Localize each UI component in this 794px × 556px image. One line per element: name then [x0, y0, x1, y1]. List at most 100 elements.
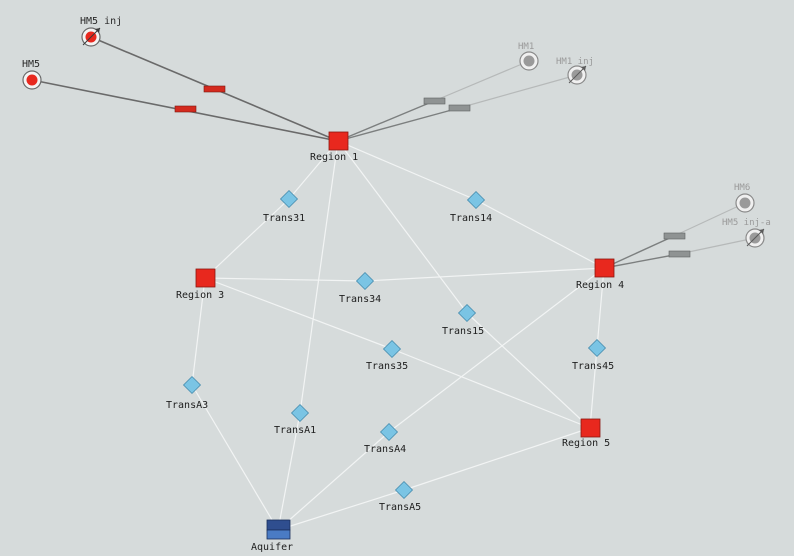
transfer-diamond-icon	[466, 190, 486, 210]
connector-bar-hm1inj[interactable]	[448, 104, 471, 112]
transfer-label: Trans35	[366, 361, 408, 372]
link-trans34-region4	[364, 267, 605, 282]
connector-bar-hm1[interactable]	[423, 97, 446, 105]
link-region1-trans14	[337, 140, 477, 201]
transfer-label: Trans45	[572, 361, 614, 372]
connector-bar-hm5inj[interactable]	[203, 85, 226, 93]
transfer-transa5[interactable]: TransA5	[379, 480, 421, 513]
well-hm1-inj[interactable]: HM1 inj	[556, 57, 594, 85]
well-fill	[523, 55, 535, 67]
link-hm5inja-connector	[678, 237, 756, 255]
link-trans35-region5	[391, 348, 591, 429]
transfer-label: TransA3	[166, 400, 208, 411]
transfer-label: TransA1	[274, 425, 316, 436]
well-hm5-inj-a[interactable]: HM5 inj-a	[722, 218, 771, 248]
region-square-icon	[580, 418, 601, 438]
transfer-trans14[interactable]: Trans14	[450, 190, 492, 224]
aquifer-icon-top	[266, 519, 291, 531]
injection-arrow-head	[759, 229, 764, 234]
link-region3-trans35	[204, 277, 393, 350]
transfer-diamond-icon	[382, 339, 402, 359]
transfer-diamond-icon	[182, 375, 202, 395]
link-region3-transa3	[191, 277, 206, 386]
link-trans45-region5	[589, 347, 598, 429]
transfer-transa4[interactable]: TransA4	[364, 422, 406, 455]
region-label: Region 4	[576, 280, 624, 291]
transfer-trans34[interactable]: Trans34	[339, 271, 381, 305]
region-square-icon	[195, 268, 216, 288]
transfer-trans31[interactable]: Trans31	[263, 189, 305, 224]
transfer-label: TransA5	[379, 502, 421, 513]
link-region4-transa4	[388, 267, 605, 433]
link-connector-region4-b	[603, 253, 680, 269]
link-hm1inj-connector	[458, 74, 578, 109]
region-label: Region 3	[176, 290, 224, 301]
well-label: HM5	[22, 59, 40, 70]
transfer-label: Trans31	[263, 213, 305, 224]
link-transa5-aquifer	[277, 489, 405, 531]
connector-bar-hm5[interactable]	[174, 105, 197, 113]
link-region1-trans15	[337, 140, 468, 314]
region-label: Region 5	[562, 438, 610, 449]
connector-bar-hm6[interactable]	[663, 232, 686, 240]
link-region1-trans31	[288, 140, 339, 200]
link-transa3-aquifer	[191, 384, 279, 531]
transfer-diamond-icon	[355, 271, 375, 291]
link-hm6-connector	[673, 202, 746, 237]
well-fill	[26, 74, 38, 86]
transfer-diamond-icon	[457, 303, 477, 323]
region-square-icon	[594, 258, 615, 278]
link-trans14-region4	[475, 199, 605, 269]
transfer-diamond-icon	[394, 480, 414, 500]
injection-arrow-head	[95, 28, 100, 33]
transfer-transa3[interactable]: TransA3	[166, 375, 208, 411]
transfer-trans45[interactable]: Trans45	[572, 338, 614, 372]
well-hm1[interactable]: HM1	[518, 42, 539, 71]
transfer-diamond-icon	[587, 338, 607, 358]
link-region1-transa1	[299, 140, 339, 414]
region-3[interactable]: Region 3	[176, 268, 224, 301]
region-1[interactable]: Region 1	[310, 131, 358, 163]
link-connector-region1-a	[337, 100, 435, 142]
transfer-label: TransA4	[364, 444, 406, 455]
region-label: Region 1	[310, 152, 358, 163]
link-trans15-region5	[466, 312, 591, 429]
region-5[interactable]: Region 5	[562, 418, 610, 449]
link-region4-trans45	[596, 267, 605, 349]
link-trans31-region3	[204, 198, 290, 279]
region-square-icon	[328, 131, 349, 151]
transfer-diamond-icon	[279, 189, 299, 209]
well-hm6[interactable]: HM6	[734, 183, 755, 213]
well-label: HM5 inj	[80, 16, 122, 27]
connections	[191, 140, 605, 531]
transfer-trans35[interactable]: Trans35	[366, 339, 408, 372]
transfer-label: Trans15	[442, 326, 484, 337]
aquifer-node[interactable]: Aquifer	[251, 519, 293, 553]
link-hm1-connector	[433, 60, 530, 102]
region-4[interactable]: Region 4	[576, 258, 624, 291]
aquifer-icon-bottom	[266, 529, 291, 540]
transfer-trans15[interactable]: Trans15	[442, 303, 484, 337]
well-connections	[31, 36, 756, 269]
link-connector-region4-a	[603, 235, 675, 269]
link-connector-region1-b	[337, 107, 460, 142]
link-region5-transa5	[403, 427, 591, 491]
transfer-label: Trans34	[339, 294, 381, 305]
well-hm5-inj[interactable]: HM5 inj	[80, 16, 122, 47]
well-connectors	[174, 85, 691, 258]
aquifer-label: Aquifer	[251, 542, 293, 553]
link-region3-trans34	[204, 277, 366, 282]
transfer-diamond-icon	[379, 422, 399, 442]
link-transa1-aquifer	[277, 412, 301, 531]
transfer-label: Trans14	[450, 213, 492, 224]
well-label: HM1	[518, 42, 534, 52]
connector-bar-hm5inja[interactable]	[668, 250, 691, 258]
injection-arrow-head	[581, 66, 586, 71]
well-label: HM6	[734, 183, 750, 193]
well-label: HM5 inj-a	[722, 218, 771, 228]
well-fill	[739, 197, 751, 209]
transfer-transa1[interactable]: TransA1	[274, 403, 316, 436]
well-hm5[interactable]: HM5	[22, 59, 42, 90]
